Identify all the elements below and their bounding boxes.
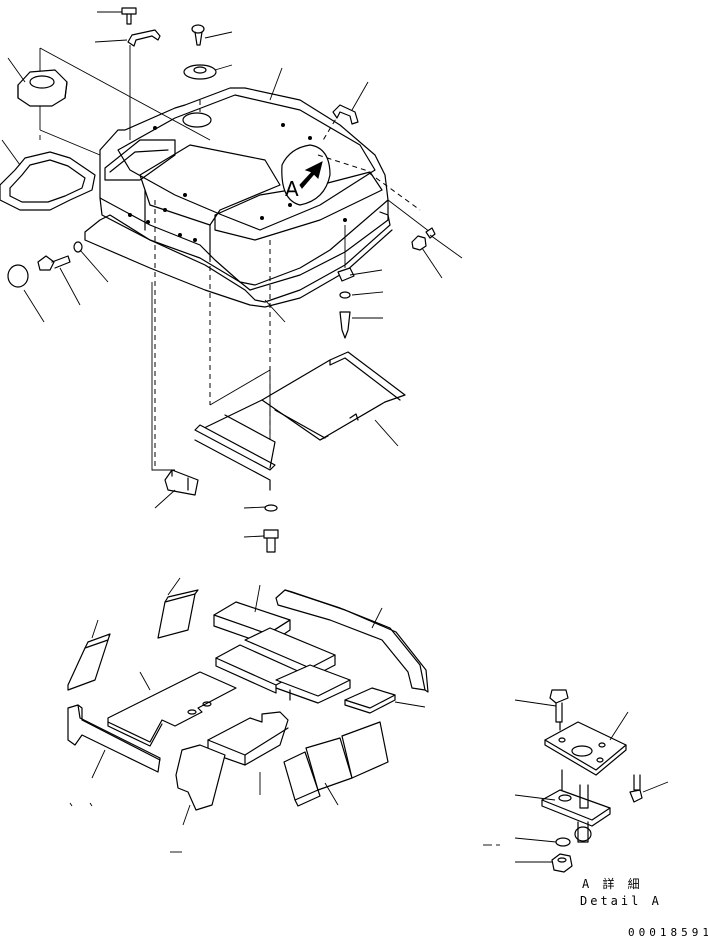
latch-handle-part (332, 104, 359, 125)
side-bolt-part (37, 255, 71, 271)
detail-a-assembly (483, 689, 669, 873)
screw-part (191, 24, 205, 46)
insulation-pad-center-stack (213, 601, 351, 704)
hinge-bracket-part (164, 469, 199, 496)
stopper-part (337, 267, 355, 282)
cover-seal-gasket (84, 211, 393, 308)
frame-bolt-part (263, 529, 279, 553)
cap-part (183, 64, 217, 80)
support-frame-part (194, 351, 406, 491)
insulation-pad-floor-plate (107, 671, 237, 747)
leader-lines-bottom (69, 577, 426, 853)
gasket-frame-part (0, 151, 96, 211)
detail-label-jp: A 詳 細 (582, 876, 643, 891)
detail-a-callout: A (281, 144, 331, 206)
insulation-pad-l-shaped (67, 704, 161, 773)
insulation-pad-panel-set (283, 721, 389, 807)
insulation-pad-block (207, 711, 289, 766)
nut-part (411, 227, 436, 251)
detail-label-en: Detail A (580, 894, 662, 908)
tapping-screw-part (339, 311, 351, 339)
document-number: 00018591 (628, 926, 708, 939)
grab-handle-part (127, 29, 161, 140)
insulation-pad-bottom-notched (175, 744, 226, 811)
insulation-pad-small-right (344, 687, 396, 714)
insulation-pad-upper-small (157, 589, 199, 639)
insulation-pad-left-corner (67, 633, 111, 691)
frame-washer-part (264, 504, 278, 512)
rubber-plug-part (7, 264, 29, 288)
insulation-pad-long-rail (275, 589, 429, 693)
leader-lines-top (1, 11, 463, 538)
small-washer-part (339, 291, 351, 299)
top-bolt-part (121, 7, 137, 25)
washer-part (73, 241, 83, 253)
hex-nut-part (17, 69, 68, 107)
callout-label: A (285, 177, 299, 201)
